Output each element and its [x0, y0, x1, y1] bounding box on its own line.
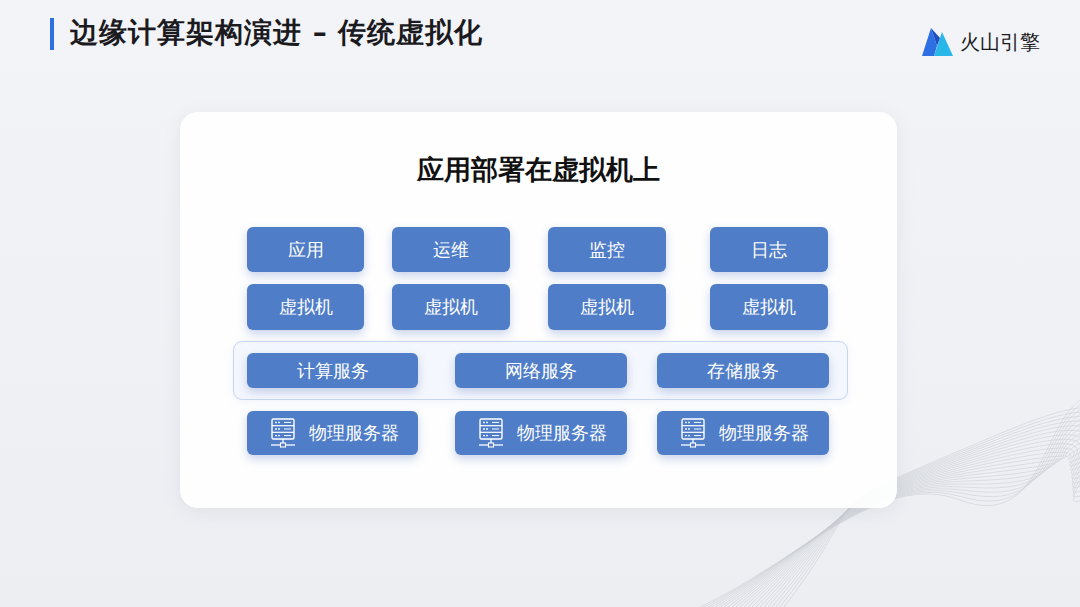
- slide-title: 边缘计算架构演进 – 传统虚拟化: [70, 14, 484, 52]
- layer-box: 运维: [392, 227, 510, 272]
- box-label: 日志: [751, 238, 787, 262]
- server-icon: [267, 417, 299, 449]
- logo-text: 火山引擎: [960, 29, 1040, 56]
- box-label: 存储服务: [707, 359, 779, 383]
- box-label: 运维: [433, 238, 469, 262]
- box-label: 虚拟机: [424, 295, 478, 319]
- box-label: 计算服务: [297, 359, 369, 383]
- server-box: 物理服务器: [657, 411, 829, 455]
- layer-box: 虚拟机: [548, 284, 666, 330]
- box-label: 虚拟机: [279, 295, 333, 319]
- layer-box: 虚拟机: [392, 284, 510, 330]
- layer-box: 应用: [247, 227, 364, 272]
- server-icon: [677, 417, 709, 449]
- box-label: 网络服务: [505, 359, 577, 383]
- layer-box: 存储服务: [657, 353, 829, 388]
- box-label: 监控: [589, 238, 625, 262]
- server-box: 物理服务器: [455, 411, 627, 455]
- layer-box: 虚拟机: [710, 284, 828, 330]
- layer-box: 日志: [710, 227, 828, 272]
- layer-box: 网络服务: [455, 353, 627, 388]
- layer-box: 计算服务: [247, 353, 418, 388]
- box-label: 虚拟机: [580, 295, 634, 319]
- logo-icon: [920, 24, 956, 58]
- box-label: 物理服务器: [719, 421, 809, 445]
- server-icon: [475, 417, 507, 449]
- container-card: 应用部署在虚拟机上应用 运维 监控 日志虚拟机 虚拟机 虚拟机 虚拟机计算服务 网络服务 存储服…: [180, 112, 897, 508]
- box-label: 应用: [288, 238, 324, 262]
- card-heading: 应用部署在虚拟机上: [180, 152, 897, 188]
- box-label: 物理服务器: [309, 421, 399, 445]
- server-box: 物理服务器: [247, 411, 418, 455]
- box-label: 物理服务器: [517, 421, 607, 445]
- title-accent: [50, 18, 54, 50]
- box-label: 虚拟机: [742, 295, 796, 319]
- layer-box: 监控: [548, 227, 666, 272]
- layer-box: 虚拟机: [247, 284, 364, 330]
